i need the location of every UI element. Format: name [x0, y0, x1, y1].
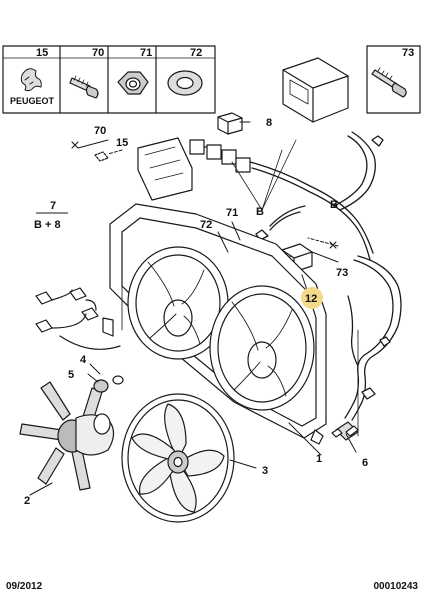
- callout-12-highlight: [301, 287, 323, 309]
- callout-15: 15: [116, 137, 128, 149]
- wiring-harness-top: [249, 131, 384, 261]
- connection-marks: [71, 141, 337, 249]
- part-6-temperature-sensor: [331, 421, 359, 441]
- header-box-73: [366, 45, 421, 114]
- header-col-15: 15: [36, 47, 48, 59]
- part-3-large-fan: [121, 393, 235, 523]
- callout-7-sub: B + 8: [34, 219, 61, 231]
- footer-reference-number: 00010243: [373, 581, 419, 592]
- callout-5: 5: [68, 369, 74, 381]
- header-box-73-label: 73: [402, 47, 414, 59]
- callout-72: 72: [200, 219, 212, 231]
- callout-6: 6: [362, 457, 368, 469]
- part-73-screw-icon: [371, 67, 407, 98]
- part-15-mounting-plate: [137, 137, 193, 201]
- left-harness-connectors: [35, 287, 121, 350]
- callout-70: 70: [94, 125, 106, 137]
- peugeot-lion-logo: [20, 68, 42, 92]
- brand-label: PEUGEOT: [10, 96, 55, 106]
- part-4-fan-motor: [75, 413, 115, 456]
- callout-8: 8: [266, 117, 272, 129]
- labels: 15 70 71 72 PEUGEOT 73 1 2 3 4 5 6 7 B +…: [10, 47, 414, 507]
- leader-lines: [29, 121, 357, 496]
- callout-73: 73: [336, 267, 348, 279]
- callout-12: 12: [305, 293, 317, 305]
- header-parts-table: [2, 45, 216, 114]
- callout-b-left: B: [256, 206, 264, 218]
- connector-cluster: [189, 139, 251, 173]
- part-71-nut-icon: [117, 71, 149, 95]
- callout-b-right: B: [330, 199, 338, 211]
- callout-71: 71: [226, 207, 238, 219]
- part-70-bolt-icon: [69, 75, 99, 99]
- callout-2: 2: [24, 495, 30, 507]
- relay-box-module: [282, 57, 349, 123]
- clip-small: [94, 151, 109, 162]
- wiring-harness-right: [344, 255, 402, 421]
- part-8-relay: [217, 112, 243, 135]
- part-5-grommet: [93, 375, 124, 393]
- footer-date: 09/2012: [6, 581, 43, 592]
- header-col-70: 70: [92, 47, 104, 59]
- header-col-71: 71: [140, 47, 152, 59]
- header-col-72: 72: [190, 47, 202, 59]
- callout-1: 1: [316, 453, 322, 465]
- part-72-washer-icon: [167, 70, 203, 96]
- callout-7: 7: [50, 200, 56, 212]
- part-1-fan-shroud: [102, 203, 359, 445]
- callout-3: 3: [262, 465, 268, 477]
- callout-4: 4: [80, 354, 87, 366]
